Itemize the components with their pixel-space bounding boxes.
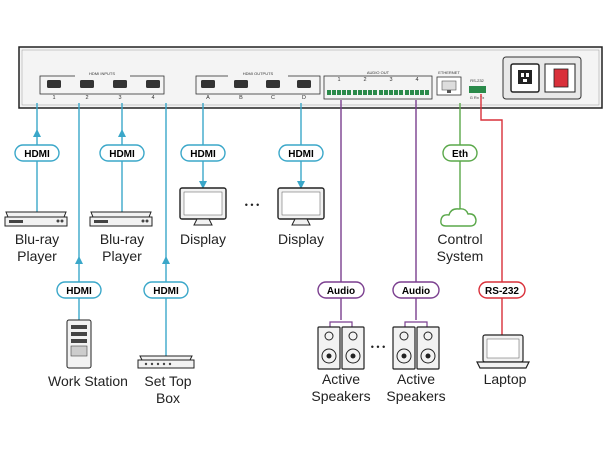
rs232-port-group: RS-232 G Rx Tx bbox=[469, 78, 486, 100]
laptop-label: Laptop bbox=[484, 371, 527, 387]
hdmi-input-port-2: 2 bbox=[80, 80, 94, 101]
hdmi-pill-label: HDMI bbox=[109, 149, 135, 160]
active-speakers-1-label-line2: Speakers bbox=[311, 388, 370, 404]
speaker-icon bbox=[392, 326, 416, 370]
control-system-label-line1: Control bbox=[437, 231, 482, 247]
display-icon bbox=[179, 187, 227, 226]
output-port-label: C bbox=[271, 95, 275, 101]
bluray-player-icon bbox=[89, 211, 153, 227]
hdmi-inputs-label: HDMI INPUTS bbox=[89, 71, 115, 76]
output-port-label: B bbox=[239, 95, 243, 101]
hdmi-outputs-label: HDMI OUTPUTS bbox=[243, 71, 274, 76]
eth-pill: Eth bbox=[442, 144, 478, 162]
display-icon bbox=[277, 187, 325, 226]
audio-out-label: AUDIO OUT bbox=[367, 70, 390, 75]
active-speakers-1-label-line1: Active bbox=[322, 371, 360, 387]
hdmi-output-port-c: C bbox=[266, 80, 280, 101]
display-1-label: Display bbox=[180, 231, 226, 247]
rs232-line bbox=[480, 94, 503, 335]
ethernet-label: ETHERNET bbox=[438, 70, 460, 75]
power-module bbox=[502, 56, 582, 100]
speaker-icon bbox=[317, 326, 341, 370]
hdmi-pill: HDMI bbox=[180, 144, 226, 162]
hdmi-output-port-b: B bbox=[234, 80, 248, 101]
hdmi-pill-label: HDMI bbox=[190, 149, 216, 160]
audio-pill: Audio bbox=[317, 281, 365, 299]
hdmi-pill: HDMI bbox=[278, 144, 324, 162]
input-port-label: 4 bbox=[151, 95, 154, 101]
bluray-player-2-label-line2: Player bbox=[102, 248, 142, 264]
output-port-label: A bbox=[206, 95, 210, 101]
hdmi-output-port-a: A bbox=[201, 80, 215, 101]
hdmi-pill-label: HDMI bbox=[66, 286, 92, 297]
hdmi-input-port-3: 3 bbox=[113, 80, 127, 101]
hdmi-pill-label: HDMI bbox=[153, 286, 179, 297]
hdmi-input-port-4: 4 bbox=[146, 80, 160, 101]
eth-pill-label: Eth bbox=[452, 149, 468, 160]
speaker-icon bbox=[416, 326, 440, 370]
rs232-pill-label: RS-232 bbox=[485, 286, 519, 297]
speaker-pair-1 bbox=[317, 321, 365, 370]
matrix-switcher-rear-panel: HDMI INPUTS 1 2 3 4 HDMI OUTPUTS bbox=[18, 46, 603, 109]
hdmi-outputs-group: HDMI OUTPUTS A B C D bbox=[195, 70, 321, 101]
rs232-pins-label: G Rx Tx bbox=[470, 95, 485, 100]
display-ellipsis: • • • bbox=[245, 200, 259, 210]
audio-port-label: 1 bbox=[337, 77, 340, 83]
laptop-icon bbox=[476, 334, 530, 369]
hdmi-pill-label: HDMI bbox=[288, 149, 314, 160]
speaker-pair-2 bbox=[392, 321, 440, 370]
hdmi-pill: HDMI bbox=[14, 144, 60, 162]
speaker-icon bbox=[341, 326, 365, 370]
output-port-label: D bbox=[302, 95, 306, 101]
audio-pill-label: Audio bbox=[402, 286, 430, 297]
audio-port-label: 4 bbox=[415, 77, 418, 83]
set-top-box-icon bbox=[137, 355, 195, 369]
ethernet-port-group: ETHERNET bbox=[436, 70, 462, 96]
hdmi-pill: HDMI bbox=[143, 281, 189, 299]
hdmi-pill-label: HDMI bbox=[24, 149, 50, 160]
hdmi-pill: HDMI bbox=[56, 281, 102, 299]
audio-port-label: 2 bbox=[363, 77, 366, 83]
cloud-icon bbox=[440, 208, 477, 227]
rs232-label: RS-232 bbox=[470, 78, 484, 83]
rs232-pill: RS-232 bbox=[478, 281, 526, 299]
active-speakers-2-label-line1: Active bbox=[397, 371, 435, 387]
bluray-player-icon bbox=[4, 211, 68, 227]
set-top-box-label-line1: Set Top bbox=[144, 373, 191, 389]
audio-out-group: AUDIO OUT 1 2 3 4 bbox=[323, 70, 433, 100]
audio-pill: Audio bbox=[392, 281, 440, 299]
speaker-ellipsis: • • • bbox=[371, 342, 385, 352]
audio-pill-label: Audio bbox=[327, 286, 355, 297]
hdmi-input-port-1: 1 bbox=[47, 80, 61, 101]
bluray-player-2-label-line1: Blu-ray bbox=[100, 231, 144, 247]
workstation-label: Work Station bbox=[48, 373, 128, 389]
workstation-icon bbox=[66, 319, 92, 369]
bluray-player-1-label-line1: Blu-ray bbox=[15, 231, 59, 247]
hdmi-connections bbox=[33, 103, 305, 356]
active-speakers-2-label-line2: Speakers bbox=[386, 388, 445, 404]
hdmi-pill: HDMI bbox=[99, 144, 145, 162]
input-port-label: 1 bbox=[52, 95, 55, 101]
hdmi-output-port-d: D bbox=[297, 80, 311, 101]
input-port-label: 3 bbox=[118, 95, 121, 101]
control-system-label-line2: System bbox=[437, 248, 484, 264]
set-top-box-label-line2: Box bbox=[156, 390, 180, 406]
audio-terminal-block bbox=[327, 90, 429, 95]
audio-port-label: 3 bbox=[389, 77, 392, 83]
hdmi-inputs-group: HDMI INPUTS 1 2 3 4 bbox=[39, 70, 165, 101]
bluray-player-1-label-line2: Player bbox=[17, 248, 57, 264]
input-port-label: 2 bbox=[85, 95, 88, 101]
display-2-label: Display bbox=[278, 231, 324, 247]
